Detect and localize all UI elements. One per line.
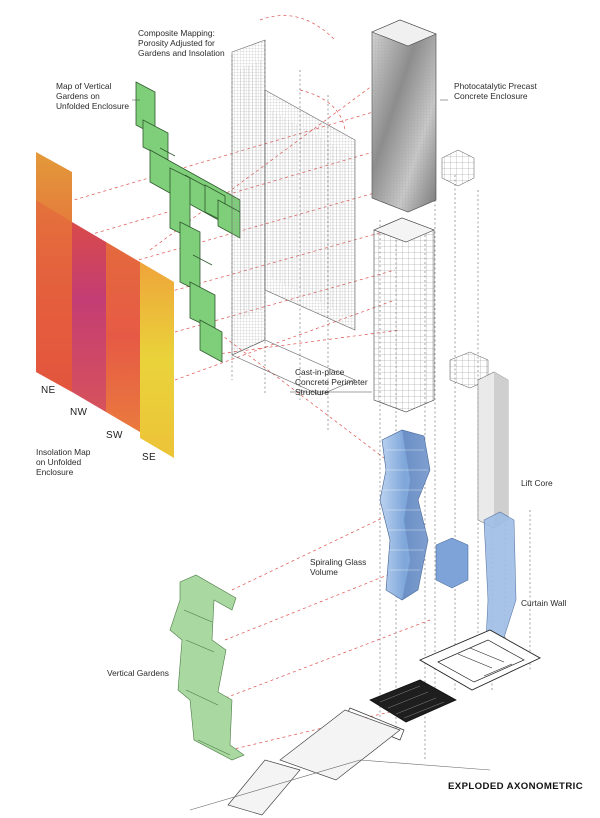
lift-core	[477, 371, 509, 529]
face-label-sw: SW	[106, 430, 123, 441]
site-plaza-outlines	[189, 709, 491, 816]
ground-floor-plan	[344, 629, 541, 741]
precast-enclosure	[371, 19, 437, 213]
insolation-panel-nw	[72, 222, 106, 412]
vertical-garden-map	[135, 81, 241, 363]
vertical-gardens	[169, 574, 245, 761]
label-perimeter-structure: Cast-in-place Concrete Perimeter Structu…	[295, 367, 368, 397]
label-leaders	[132, 99, 448, 393]
label-composite-mapping: Composite Mapping: Porosity Adjusted for…	[138, 28, 225, 58]
label-vertical-gardens: Vertical Gardens	[107, 668, 169, 678]
label-lift-core: Lift Core	[521, 478, 553, 488]
label-vertical-garden-map: Map of Vertical Gardens on Unfolded Encl…	[56, 81, 130, 111]
perimeter-structure	[373, 217, 489, 413]
curtain-wall	[483, 511, 517, 651]
face-label-se: SE	[142, 452, 156, 463]
label-spiraling-glass: Spiraling Glass Volume	[310, 557, 367, 577]
composite-mapping-panel	[231, 39, 356, 396]
face-label-ne: NE	[41, 385, 56, 396]
insolation-panel-sw	[106, 242, 140, 432]
diagram-title: EXPLODED AXONOMETRIC	[448, 781, 584, 792]
insolation-panel-ne	[36, 152, 72, 392]
insolation-map	[36, 152, 174, 458]
face-label-nw: NW	[70, 407, 88, 418]
label-curtain-wall: Curtain Wall	[521, 598, 567, 608]
spiraling-glass-volume	[379, 429, 469, 601]
insolation-panel-se	[140, 262, 174, 458]
lift-core-cap	[441, 149, 475, 187]
label-insolation-map: Insolation Map on Unfolded Enclosure	[36, 447, 91, 477]
label-precast-enclosure: Photocatalytic Precast Concrete Enclosur…	[454, 81, 537, 101]
